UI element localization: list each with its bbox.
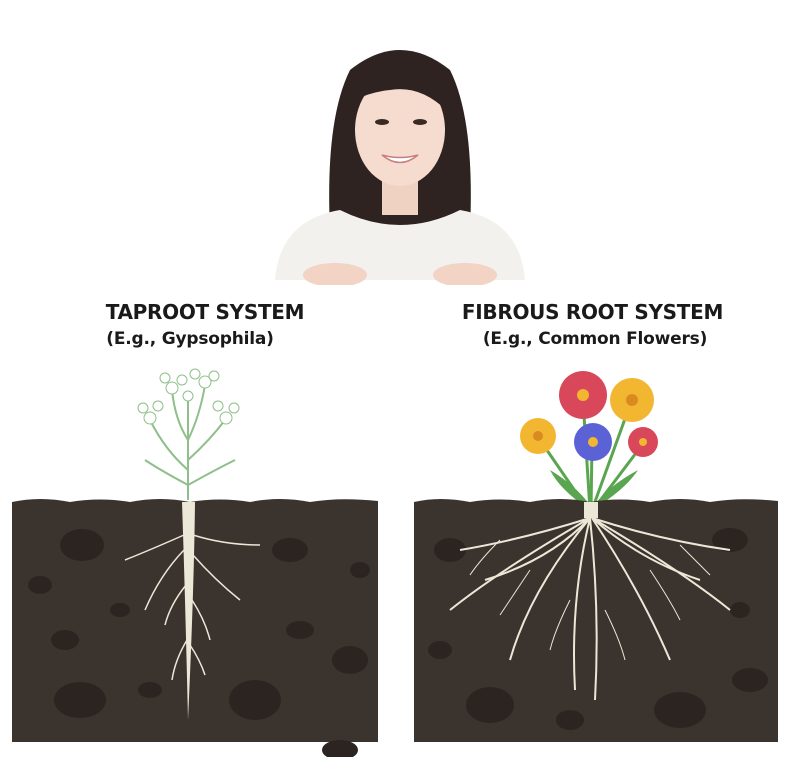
fibrous-subtitle: (E.g., Common Flowers) xyxy=(482,329,708,349)
fibrous-root-diagram xyxy=(400,360,796,757)
taproot-subtitle: (E.g., Gypsophila) xyxy=(106,329,274,349)
taproot-title: TAPROOT SYSTEM xyxy=(105,300,305,324)
taproot-diagram xyxy=(0,360,400,760)
person-illustration xyxy=(270,30,530,287)
fibrous-title: FIBROUS ROOT SYSTEM xyxy=(461,300,724,324)
